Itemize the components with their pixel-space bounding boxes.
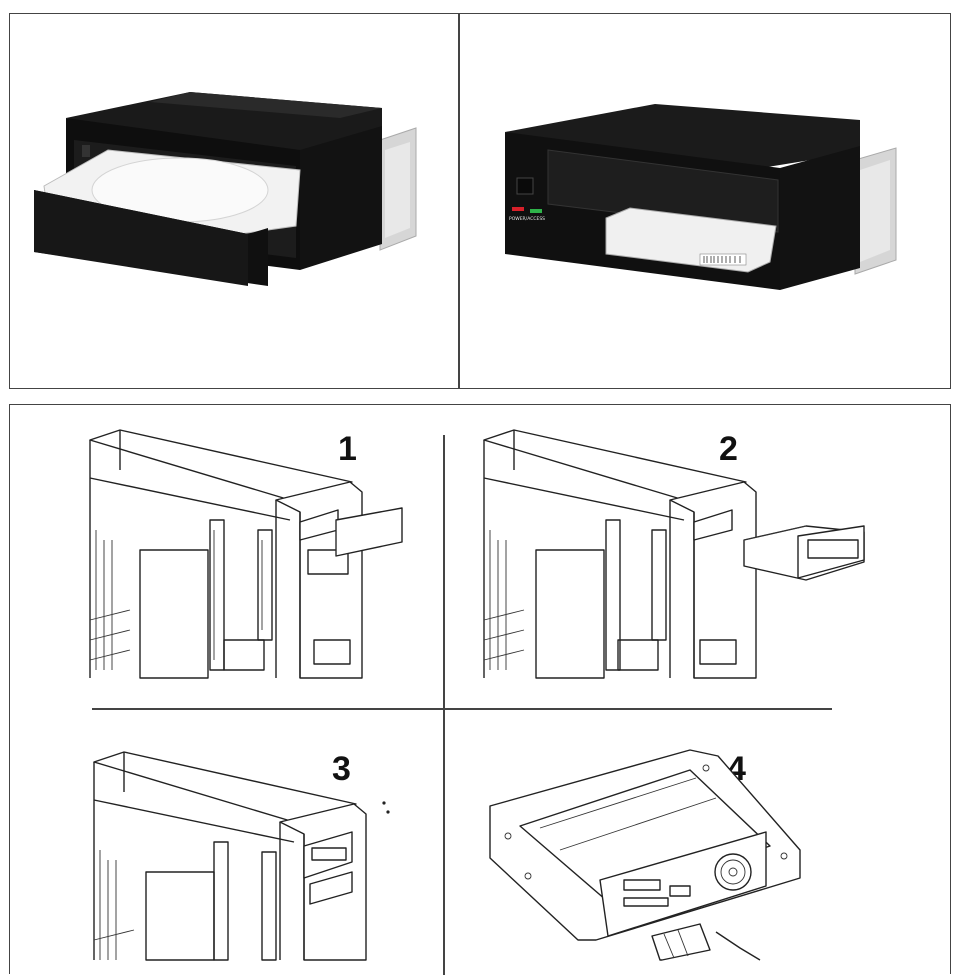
- power-button-icon: [516, 177, 534, 195]
- svg-text:POWER/ACCESS: POWER/ACCESS: [509, 216, 545, 222]
- panel-divider: [458, 14, 460, 388]
- step-3-number: 3: [332, 750, 351, 788]
- led-label: POWER/ACCESS: [509, 216, 545, 222]
- steps-vertical-divider: [443, 435, 445, 975]
- step-2-number: 2: [719, 430, 738, 468]
- steps-horizontal-divider: [92, 708, 832, 710]
- access-led-icon: [530, 209, 542, 213]
- step-1-number: 1: [338, 430, 357, 468]
- power-led-icon: [512, 207, 524, 211]
